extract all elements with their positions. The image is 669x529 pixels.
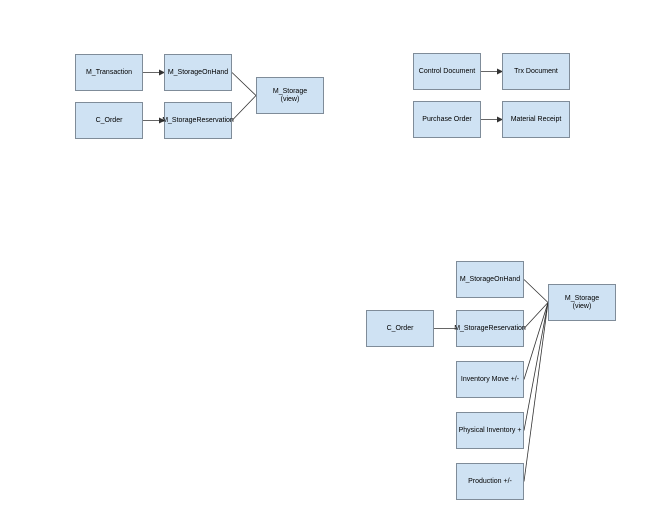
node-m-storageonhand: M_StorageOnHand bbox=[456, 261, 524, 298]
connector-c3-c7 bbox=[523, 302, 549, 329]
node-inventory-move: Inventory Move +/- bbox=[456, 361, 524, 398]
node-m-transaction: M_Transaction bbox=[75, 54, 143, 91]
node-m-storage-view: M_Storage (view) bbox=[548, 284, 616, 321]
connector-c5-c7 bbox=[523, 302, 549, 431]
connector-c4-c7 bbox=[523, 302, 549, 380]
node-physical-inventory: Physical Inventory + bbox=[456, 412, 524, 449]
connector-a4-a5 bbox=[231, 95, 257, 121]
node-m-storagereservation: M_StorageReservation bbox=[162, 102, 234, 139]
connector-c2-c7 bbox=[523, 279, 549, 303]
node-m-storageonhand: M_StorageOnHand bbox=[164, 54, 232, 91]
node-purchase-order: Purchase Order bbox=[413, 101, 481, 138]
node-m-storage-view: M_Storage (view) bbox=[256, 77, 324, 114]
node-m-storagereservation: M_StorageReservation bbox=[454, 310, 526, 347]
node-material-receipt: Material Receipt bbox=[502, 101, 570, 138]
node-production: Production +/- bbox=[456, 463, 524, 500]
node-c-order: C_Order bbox=[366, 310, 434, 347]
node-control-document: Control Document bbox=[413, 53, 481, 90]
node-c-order: C_Order bbox=[75, 102, 143, 139]
node-trx-document: Trx Document bbox=[502, 53, 570, 90]
connector-a3-a5 bbox=[231, 72, 257, 96]
connector-c6-c7 bbox=[523, 302, 549, 482]
